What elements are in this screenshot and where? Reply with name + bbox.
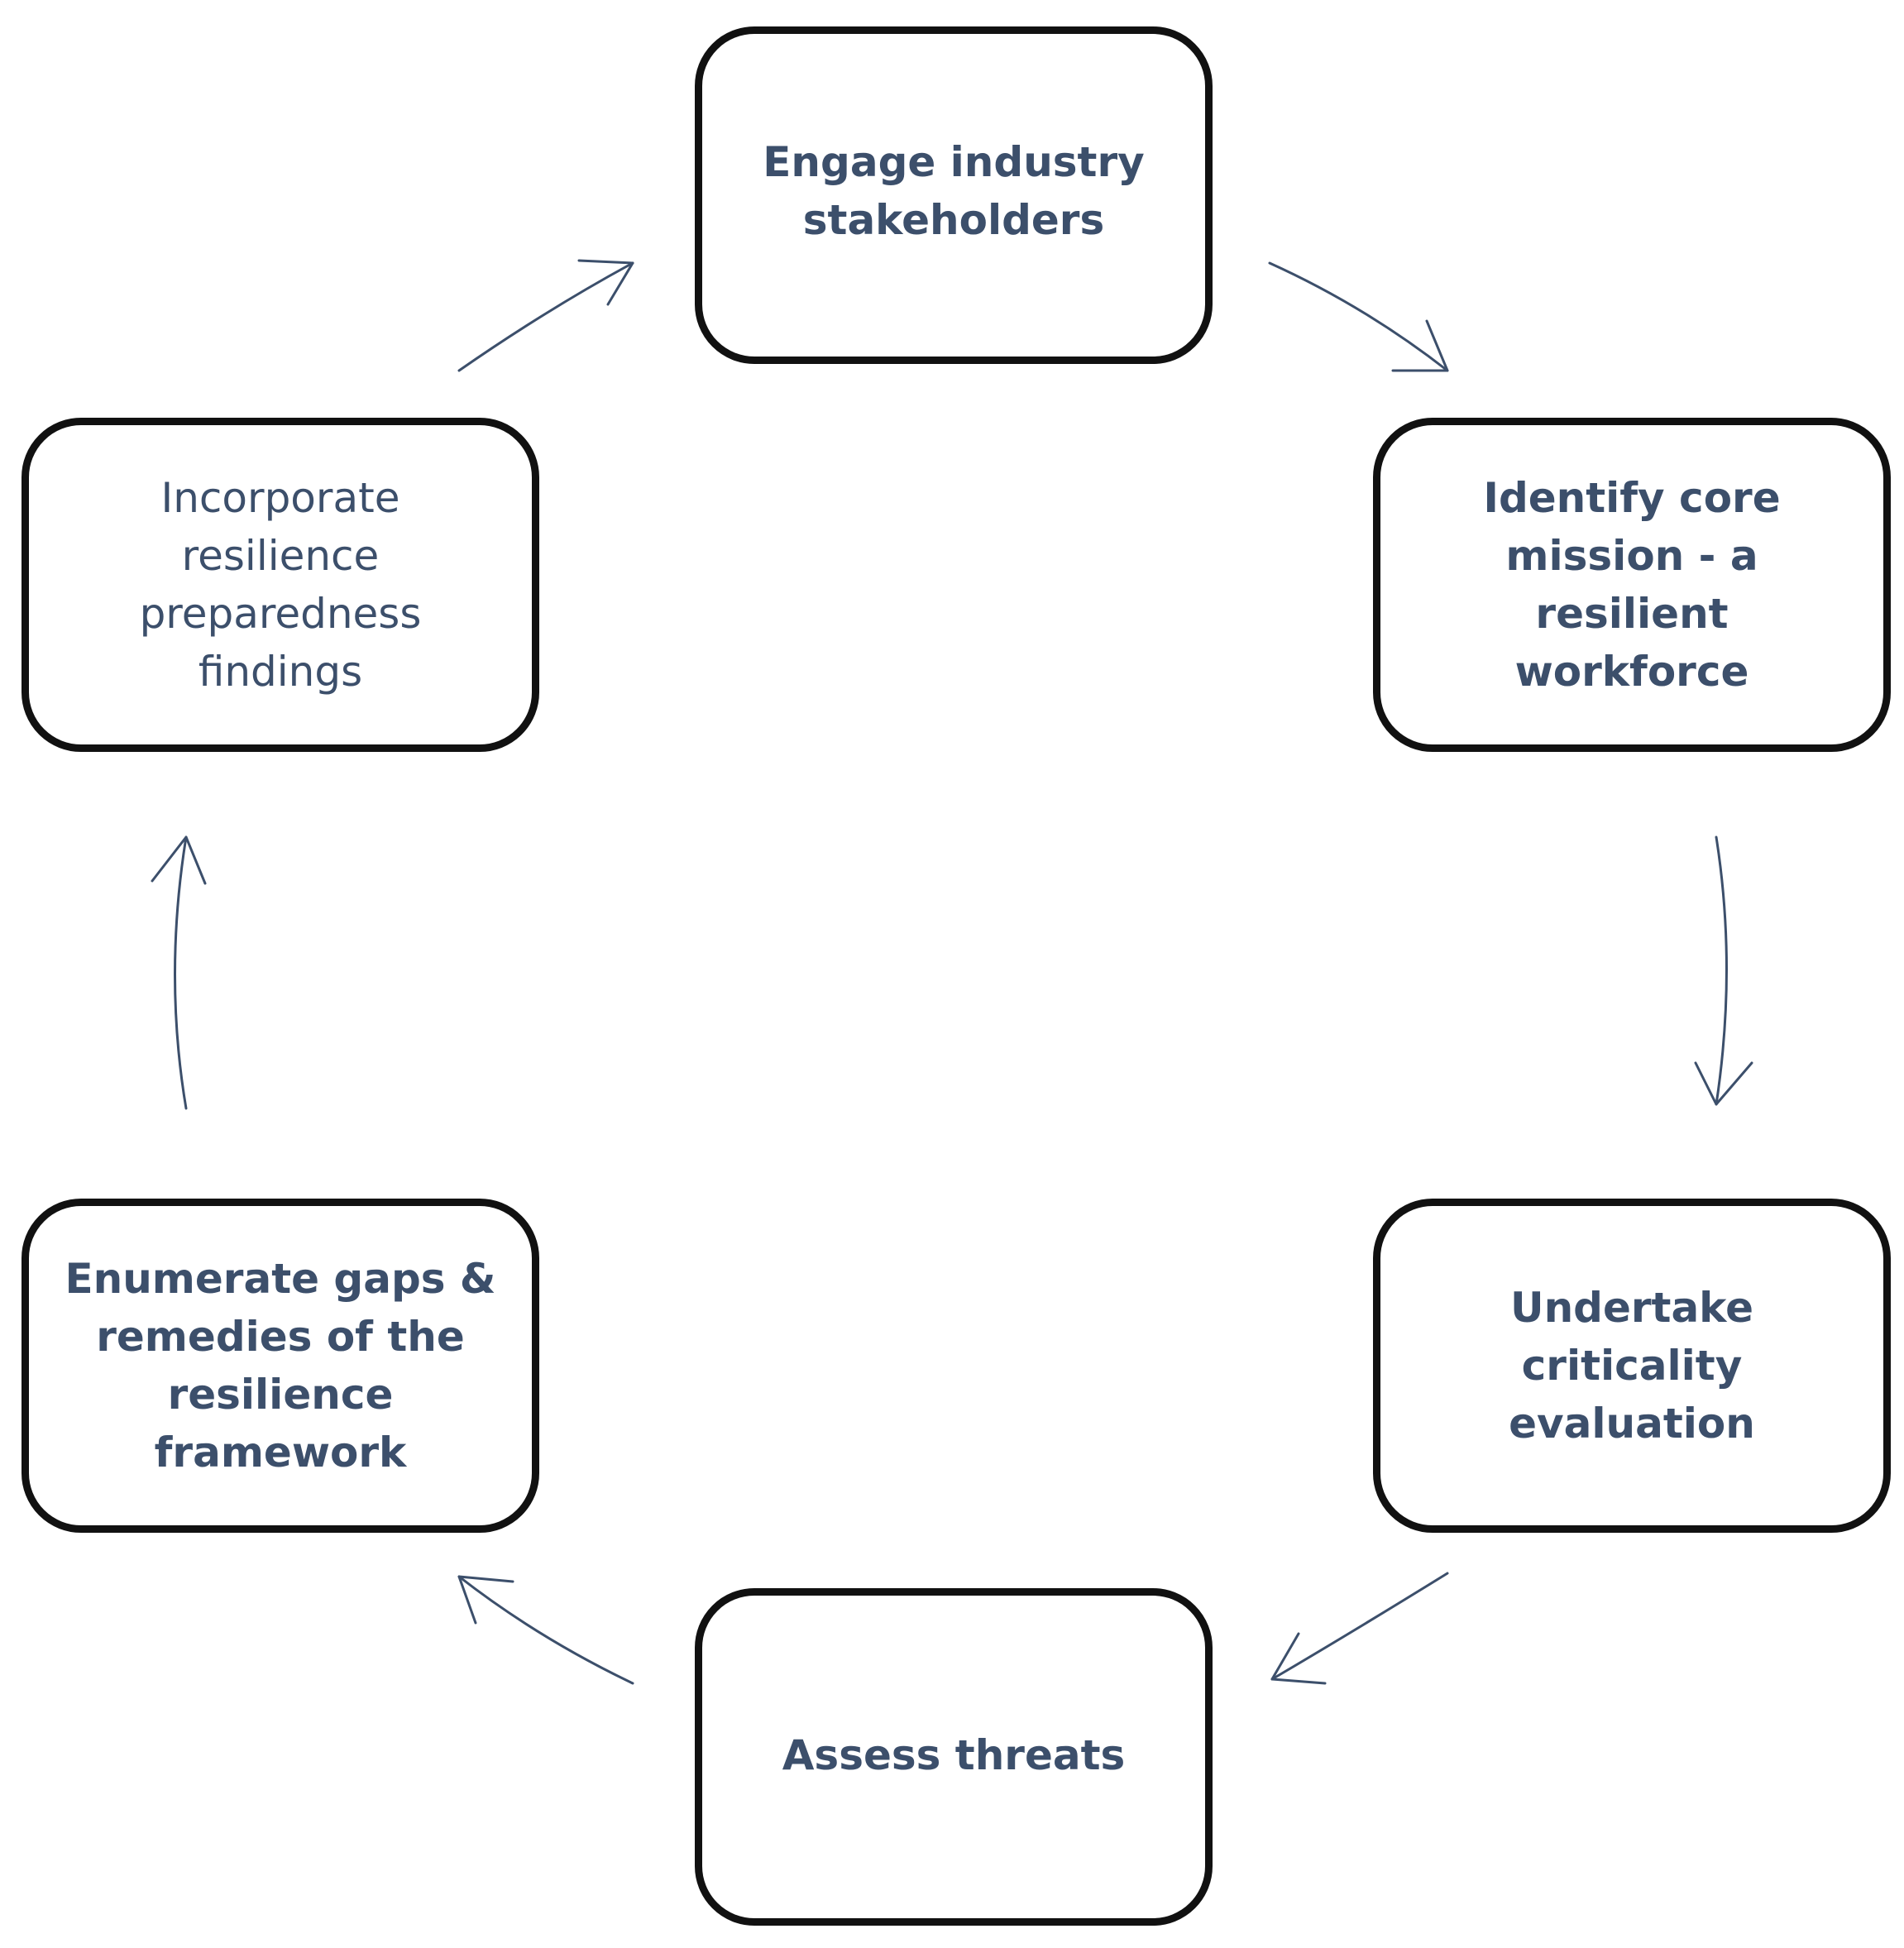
stage-box-identify: Identify core mission - a resilient work…	[1373, 418, 1891, 752]
stage-box-enumerate: Enumerate gaps & remedies of the resilie…	[22, 1199, 539, 1533]
stage-box-assess: Assess threats	[695, 1588, 1213, 1926]
arrow-incorporate-to-engage	[457, 259, 634, 372]
stage-label-identify: Identify core mission - a resilient work…	[1483, 474, 1781, 696]
arrow-identify-to-undertake	[1694, 835, 1753, 1106]
stage-label-undertake: Undertake criticality evaluation	[1509, 1284, 1755, 1448]
arrow-enumerate-to-incorporate	[151, 835, 207, 1110]
stage-label-engage: Engage industry stakeholders	[763, 138, 1145, 244]
arrow-assess-to-enumerate	[457, 1575, 634, 1685]
stage-box-engage: Engage industry stakeholders	[695, 26, 1213, 364]
stage-label-enumerate: Enumerate gaps & remedies of the resilie…	[65, 1255, 496, 1477]
stage-box-undertake: Undertake criticality evaluation	[1373, 1199, 1891, 1533]
arrow-engage-to-identify	[1268, 261, 1449, 372]
stage-label-incorporate: Incorporate resilience preparedness find…	[139, 474, 422, 696]
arrow-undertake-to-assess	[1270, 1572, 1449, 1685]
stage-label-assess: Assess threats	[782, 1730, 1126, 1779]
stage-box-incorporate: Incorporate resilience preparedness find…	[22, 418, 539, 752]
